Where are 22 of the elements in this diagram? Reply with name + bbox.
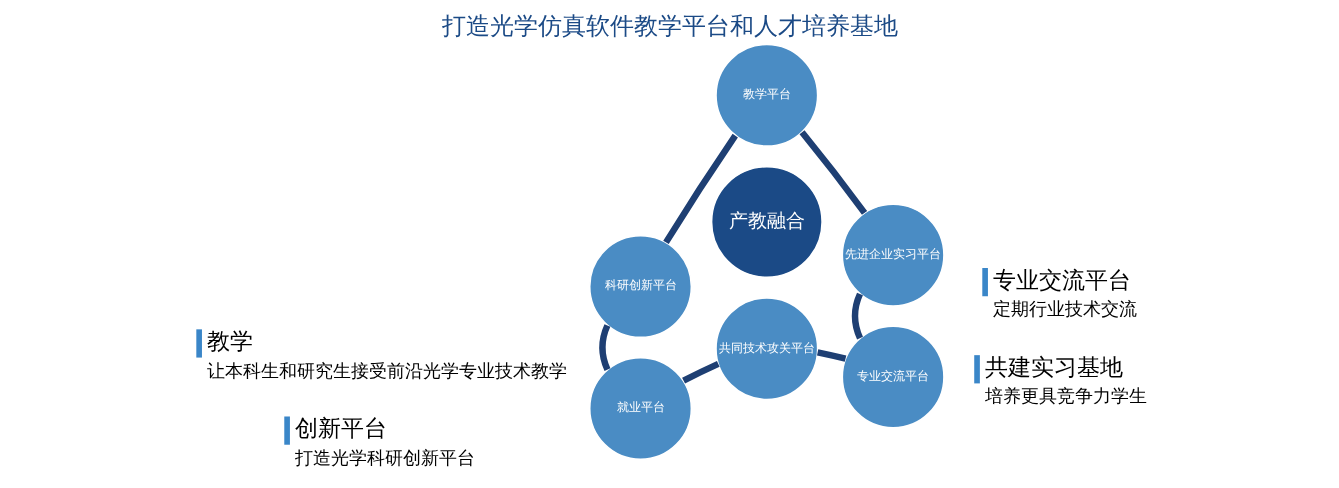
connector [851,292,863,340]
label: 让本科生和研究生接受前沿光学专业技术教学 [206,360,567,381]
connector [662,133,738,245]
label: 打造光学科研创新平台 [294,447,475,468]
label: 专业交流平台 [992,266,1131,293]
connector [816,349,846,362]
node-circle: 就业平台 [588,356,692,461]
diagram-title: 打造光学仿真软件教学平台和人才培养基地 [441,11,898,40]
node-circle: 先进企业实习平台 [841,203,945,307]
label: 教学 [206,328,253,355]
node-circle: 专业交流平台 [841,325,945,429]
node-circle: 共同技术攻关平台 [714,297,818,401]
connector [799,130,867,215]
node-circle: 教学平台 [714,43,818,147]
label: 创新平台 [294,415,387,442]
node-circle: 科研创新平台 [588,234,692,339]
node-circle: 产教融合 [710,165,823,279]
connector [681,360,720,384]
label: 培养更具竞争力学生 [984,386,1147,407]
label: 共建实习基地 [984,353,1123,380]
label: 定期行业技术交流 [992,299,1137,320]
connector [598,324,610,371]
